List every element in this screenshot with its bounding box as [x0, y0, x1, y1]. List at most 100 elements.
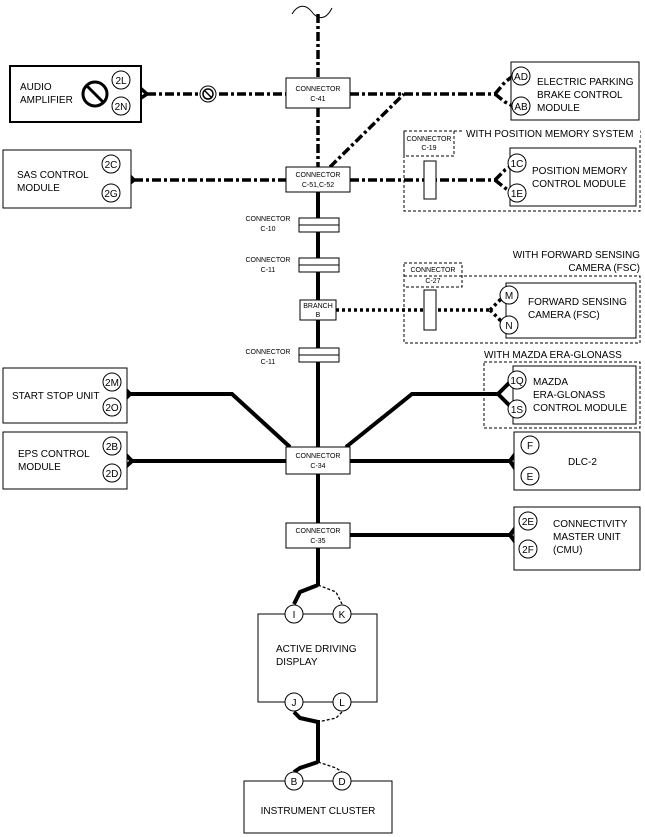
- pin-circle: [499, 315, 519, 335]
- branch-b-id: B: [316, 312, 321, 319]
- diagram-label: 2E: [522, 517, 535, 528]
- fsc-dashed-region: [403, 275, 641, 344]
- diagram-label: MODULE: [537, 103, 580, 114]
- position-memory-option: WITH POSITION MEMORY SYSTEM CONNECTOR C-…: [403, 126, 641, 212]
- pin-circle: [284, 692, 304, 712]
- diagram-label: B: [291, 777, 298, 788]
- diagram-label: CONTROL MODULE: [533, 403, 627, 414]
- pin-circle: [507, 183, 527, 203]
- active-driving-display-box: [257, 613, 378, 703]
- sas-control-group: SAS CONTROL MODULE 2C 2G: [2, 149, 132, 209]
- diagram-shape: [292, 760, 319, 774]
- diagram-shape: [317, 761, 343, 773]
- diagram-label: 2O: [105, 403, 119, 414]
- diagram-label: ERA-GLONASS: [533, 390, 606, 401]
- connector-c34: [285, 446, 351, 475]
- diagram-label: START STOP UNIT: [12, 391, 99, 402]
- diagram-label: WITH FORWARD SENSING: [513, 250, 640, 261]
- diagram-label: (CMU): [553, 545, 582, 556]
- diagram-label: DISPLAY: [276, 657, 318, 668]
- diagram-label: AB: [514, 102, 528, 113]
- audio-amplifier-label-1: AUDIO: [20, 82, 52, 93]
- pin-circle: [332, 692, 352, 712]
- pin-circle: [520, 466, 540, 486]
- pin-circle: [102, 436, 122, 456]
- pin-circle: [284, 604, 304, 624]
- diagram-label: WITH POSITION MEMORY SYSTEM: [466, 129, 633, 140]
- audio-amplifier-label-2: AMPLIFIER: [20, 95, 73, 106]
- branch-b: [299, 299, 337, 321]
- connector-c41-id: C-41: [310, 96, 325, 103]
- connector-c10-label: CONNECTOR: [246, 216, 291, 223]
- connector-c35-label: CONNECTOR: [296, 528, 341, 535]
- diagram-shape: [403, 262, 463, 288]
- connector-c19: [423, 160, 437, 200]
- diagram-shape: [317, 711, 343, 723]
- pin-circle: [102, 463, 122, 483]
- diagram-label: CONNECTOR: [407, 136, 452, 143]
- connector-c11-lower-label: CONNECTOR: [246, 349, 291, 356]
- pin-circle: [102, 397, 122, 417]
- pin-circle: [518, 539, 538, 559]
- wire-era: [344, 392, 498, 449]
- pin-circle: [332, 604, 352, 624]
- diagram-label: J: [292, 698, 297, 709]
- connector-c11-upper-label: CONNECTOR: [246, 257, 291, 264]
- diagram-label: L: [339, 698, 345, 709]
- audio-amplifier-group: AUDIO AMPLIFIER 2L 2N: [9, 65, 142, 123]
- diagram-shape: [203, 89, 213, 99]
- connector-c35: [285, 522, 351, 549]
- dlc2-group: DLC-2 F E: [513, 431, 641, 491]
- pin-circle: [101, 183, 121, 203]
- diagram-label: SAS CONTROL: [17, 170, 89, 181]
- diagram-label: CAMERA (FSC): [528, 310, 600, 321]
- diagram-label: 1S: [511, 405, 524, 416]
- pin-2n: [111, 96, 131, 116]
- pin-circle: [511, 66, 531, 86]
- position-memory-box: [509, 147, 637, 207]
- diagram-label: C-19: [421, 145, 436, 152]
- diagram-label: FORWARD SENSING: [528, 297, 627, 308]
- diagram-label: DLC-2: [568, 457, 597, 468]
- no-entry-icon: [81, 80, 109, 108]
- diagram-label: M: [505, 291, 513, 302]
- diagram-label: N: [505, 321, 512, 332]
- diagram-shape: [493, 92, 514, 108]
- diagram-label: WITH MAZDA ERA-GLONASS: [484, 350, 622, 361]
- pin-circle: [101, 154, 121, 174]
- epb-group: ELECTRIC PARKING BRAKE CONTROL MODULE AD…: [510, 61, 640, 121]
- connector-c41: [285, 77, 351, 109]
- diagram-label: D: [338, 777, 345, 788]
- connector-c11-lower-id: C-11: [261, 359, 276, 366]
- diagram-label: 1C: [511, 159, 524, 170]
- start-stop-group: START STOP UNIT 2M 2O: [2, 367, 128, 424]
- diagram-label: CONTROL MODULE: [532, 179, 626, 190]
- diagram-label: 2L: [115, 76, 127, 87]
- pin-2l: [111, 70, 131, 90]
- diagram-label: F: [527, 441, 533, 452]
- connector-c11-upper-id: C-11: [261, 267, 276, 274]
- instrument-cluster-group: INSTRUMENT CLUSTER B D: [243, 771, 393, 834]
- diagram-label: MASTER UNIT: [553, 532, 621, 543]
- diagram-label: CONNECTIVITY: [553, 519, 628, 530]
- wire-c51-epb: [328, 92, 406, 169]
- diagram-label: 2D: [106, 469, 119, 480]
- diagram-shape: [493, 74, 515, 96]
- diagram-label: MODULE: [17, 183, 60, 194]
- wire-start-stop: [130, 392, 292, 449]
- pin-circle: [520, 435, 540, 455]
- diagram-label: 2G: [104, 189, 118, 200]
- connector-c34-id: C-34: [310, 463, 325, 470]
- eps-control-group: EPS CONTROL MODULE 2B 2D: [2, 431, 128, 490]
- pin-circle: [507, 370, 527, 390]
- diagram-shape: [403, 130, 455, 157]
- diagram-shape: [462, 126, 640, 138]
- connector-c41-label: CONNECTOR: [296, 86, 341, 93]
- connector-c51-label: CONNECTOR: [296, 172, 341, 179]
- active-driving-display-group: ACTIVE DRIVING DISPLAY I K J L: [257, 604, 378, 712]
- pin-circle: [511, 96, 531, 116]
- diagram-label: 1E: [511, 189, 524, 200]
- era-glonass-box: [512, 365, 637, 425]
- pin-circle: [518, 511, 538, 531]
